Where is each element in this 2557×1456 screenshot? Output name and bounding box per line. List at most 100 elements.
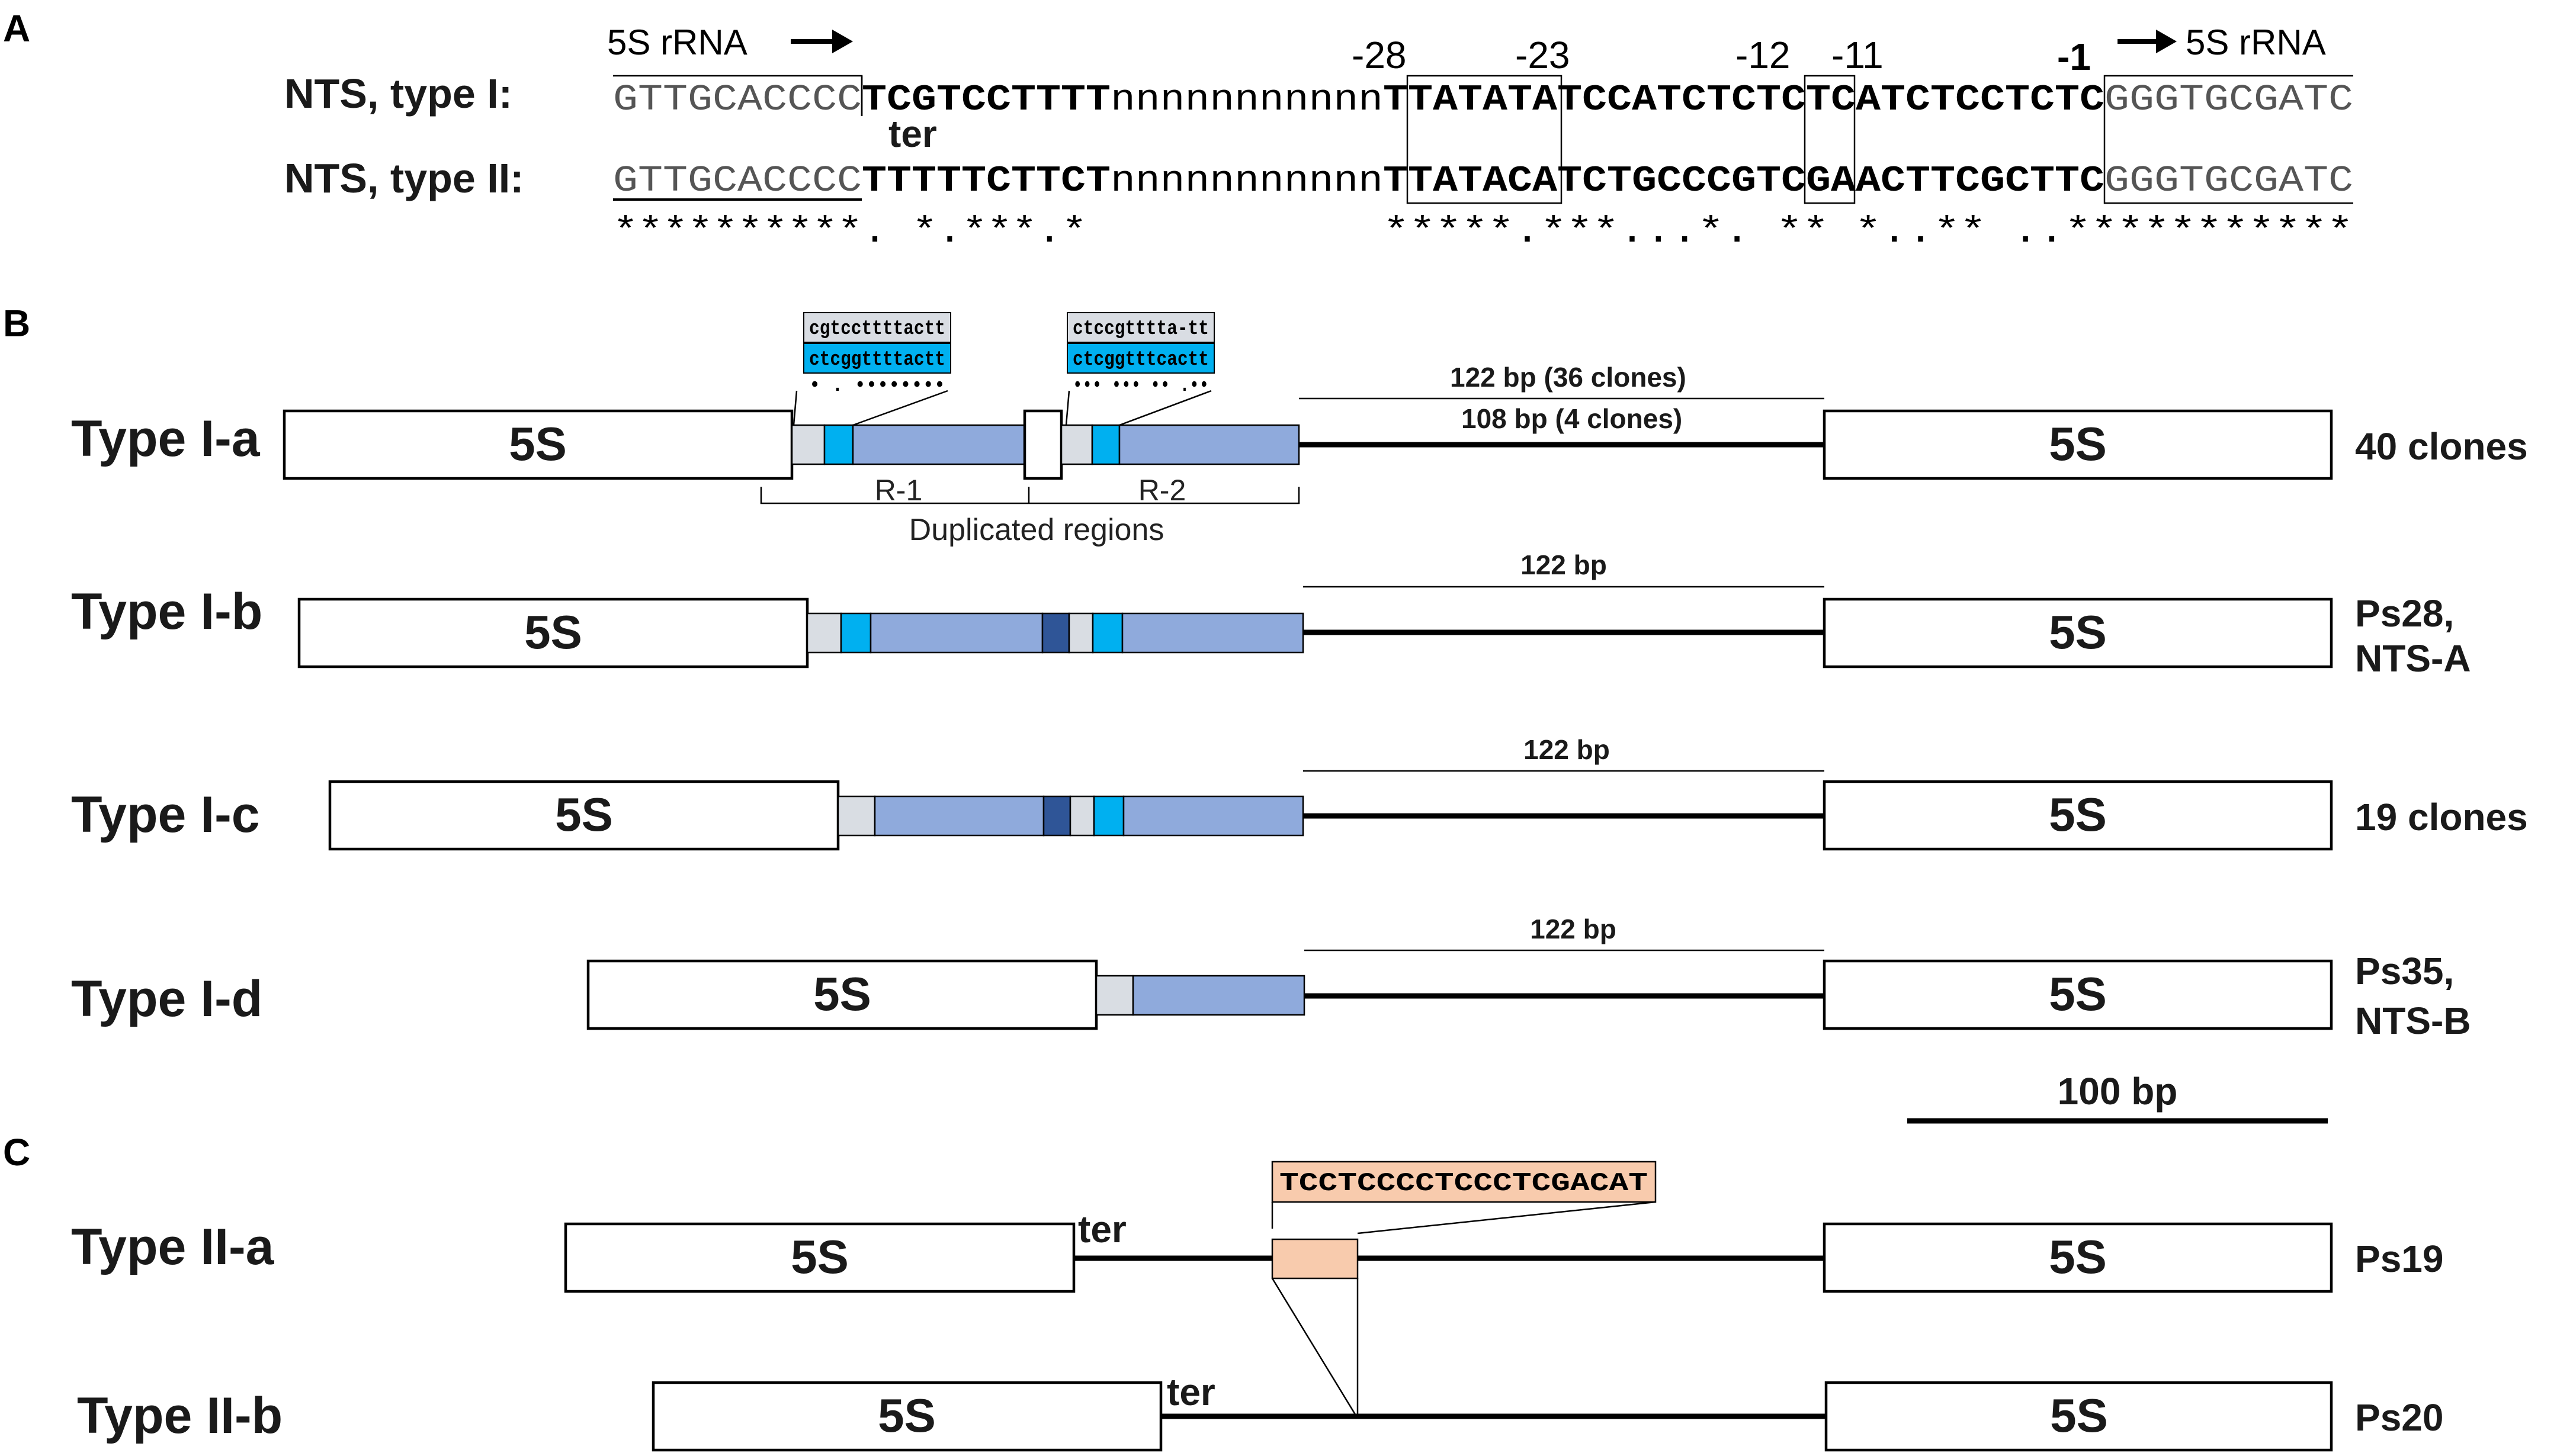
type-1b-5s-right-label: 5S [2049,606,2107,658]
type-2a-right-label: Ps19 [2355,1238,2443,1280]
label-ter-a: ter [888,113,937,155]
box-tss [1804,75,1856,204]
seq1-spacer: nnnnnnnnnnn [1111,79,1383,121]
arrow-right-icon [832,30,853,53]
type-1d-5s-right [1823,959,2333,1030]
type-1c-right-label: 19 clones [2355,796,2528,838]
type-1a-span-108: 108 bp (4 clones) [1461,403,1682,434]
type-2b-row: Type II-b 5S ter 5S Ps20 [77,1371,2443,1452]
type-1d-label: Type I-d [71,970,262,1027]
type-2b-5s-right [1824,1381,2333,1452]
type-1a-gray-1 [791,424,826,465]
type-1d-right-label-2: NTS-B [2355,999,2471,1042]
type-1b-cyan-2 [1092,612,1124,654]
type-2b-right-label: Ps20 [2355,1396,2443,1439]
type-1c-5s-right-label: 5S [2049,788,2107,841]
position-minus-11: -11 [1831,34,1884,76]
type-1a-cyan-1 [823,424,854,465]
type-2a-5s-left-label: 5S [791,1230,849,1283]
type-2a-5s-left [564,1222,1076,1293]
type-1b-right-label-2: NTS-A [2355,637,2471,680]
type-1a-blue-1 [852,424,1026,465]
type-1b-gray-2 [1068,612,1094,654]
type-2b-5s-right-label: 5S [2050,1389,2108,1442]
r1-label: R-1 [875,474,923,507]
type-1c-dark-block [1042,795,1071,837]
type-1a-cyan-2 [1091,424,1121,465]
type-1c-5s-left-label: 5S [555,788,613,841]
type-1b-row: Type I-b 122 bp 5S 5S Ps28, NTS-A [71,549,2471,680]
callout-r1: cgtccttttactt ctcggttttactt • . •••••••• [793,312,951,426]
type-1a-gray-2 [1060,424,1093,465]
panel-label-c: C [3,1131,30,1174]
type-1c-blue-2 [1122,795,1304,837]
callout-r2-bottom-seq: ctcggtttcactt [1073,349,1209,371]
seq1-5s-left: GTTGCACCCC [613,79,862,121]
panel-a-alignment: 5S rRNA 5S rRNA -28 -23 -12 -11 -1 NTS, … [284,23,2353,253]
type-1a-5s-right-label: 5S [2049,417,2107,470]
insert-callout-box [1271,1161,1657,1203]
seq2-promoter: TTATACATCTGCCCGTCGAACTTCGCTTC [1383,160,2104,202]
type-2b-5s-left-label: 5S [878,1389,936,1442]
callout-r1-bottom-seq: ctcggttttactt [809,349,945,371]
insert-leader-right [1357,1201,1656,1235]
seq1-promoter: TTATATATCCATCTCTCTCATCTCCTCTC [1383,79,2104,121]
callout-r1-bottom-box [803,343,951,374]
type-2a-5s-right [1823,1222,2333,1293]
scale-bar-label: 100 bp [2058,1070,2178,1113]
r2-label: R-2 [1138,474,1186,507]
panel-c-structures: TCCTCCCCTCCCTCGACAT Type II-a 5S ter 5S … [71,1161,2443,1452]
type-1c-gray-2 [1069,795,1095,837]
type-1b-gray-1 [806,612,842,654]
type-2b-5s-left [652,1381,1163,1452]
seq2-terminator: TTTTTCTTCT [862,160,1111,202]
type-1d-5s-right-label: 5S [2049,968,2107,1020]
conservation-left: **********. *.***.* [613,211,1087,253]
callout-r1-dots: • . •••••••• [809,375,945,397]
callout-r2-leader-left [1065,390,1070,426]
type-1b-right-label-1: Ps28, [2355,592,2454,635]
seq2-5s-left: GTTGCACCCC [613,160,862,202]
panel-b-structures: cgtccttttactt ctcggttttactt • . ••••••••… [71,312,2528,1124]
seq1-terminator: TCGTCCTTTT [862,79,1111,121]
panel-label-b: B [3,302,30,345]
callout-r2-top-seq: ctccgtttta-tt [1073,318,1209,340]
type-1c-span-122: 122 bp [1523,734,1610,765]
duplicated-bracket [760,487,1300,504]
callout-r2-leader-right [1119,390,1212,426]
scale-bar: 100 bp [1907,1070,2328,1124]
position-minus-23: -23 [1515,34,1570,76]
deletion-line-left [1271,1278,1358,1417]
type-1d-5s-left-label: 5S [813,968,871,1020]
type-1b-label: Type I-b [71,583,262,640]
seq1-5s-right: GGGTGCGATC [2104,79,2353,121]
type-1a-row: Type I-a 122 bp (36 clones) 108 bp (4 cl… [71,362,2528,547]
type-1b-blue-2 [1121,612,1304,654]
type-1b-dark-block [1041,612,1070,654]
type-1c-gray-1 [837,795,876,837]
callout-r1-leader-left [793,390,798,426]
type-1b-5s-left [297,597,809,668]
type-1c-label: Type I-c [71,786,260,843]
callout-r2-top-box [1067,312,1215,343]
type-2a-5s-right-label: 5S [2049,1230,2107,1283]
type-2a-insert-block [1271,1238,1359,1280]
row-label-type-2: NTS, type II: [284,155,524,201]
type-1d-right-label-1: Ps35, [2355,950,2454,992]
type-1a-5s-left-label: 5S [509,417,567,470]
type-2a-label: Type II-a [71,1219,275,1275]
type-1a-white-block [1023,409,1063,480]
callout-r1-top-box [803,312,951,343]
label-5s-rrna-right: 5S rRNA [2186,23,2326,62]
type-1a-label: Type I-a [71,410,261,467]
callout-r1-leader-right [852,390,948,426]
position-minus-12: -12 [1735,34,1791,76]
callout-r2: ctccgtttta-tt ctcggtttcactt ••• ••• •• .… [1065,312,1215,426]
insert-sequence: TCCTCCCCTCCCTCGACAT [1279,1169,1648,1198]
type-1d-gray [1095,975,1134,1016]
duplicated-regions-label: Duplicated regions [909,513,1164,547]
seq2-5s-right: GGGTGCGATC [2104,160,2353,202]
type-1d-row: Type I-d 122 bp 5S 5S Ps35, NTS-B [71,914,2471,1042]
type-1c-5s-right [1823,780,2333,851]
type-1d-span-122: 122 bp [1530,914,1616,944]
